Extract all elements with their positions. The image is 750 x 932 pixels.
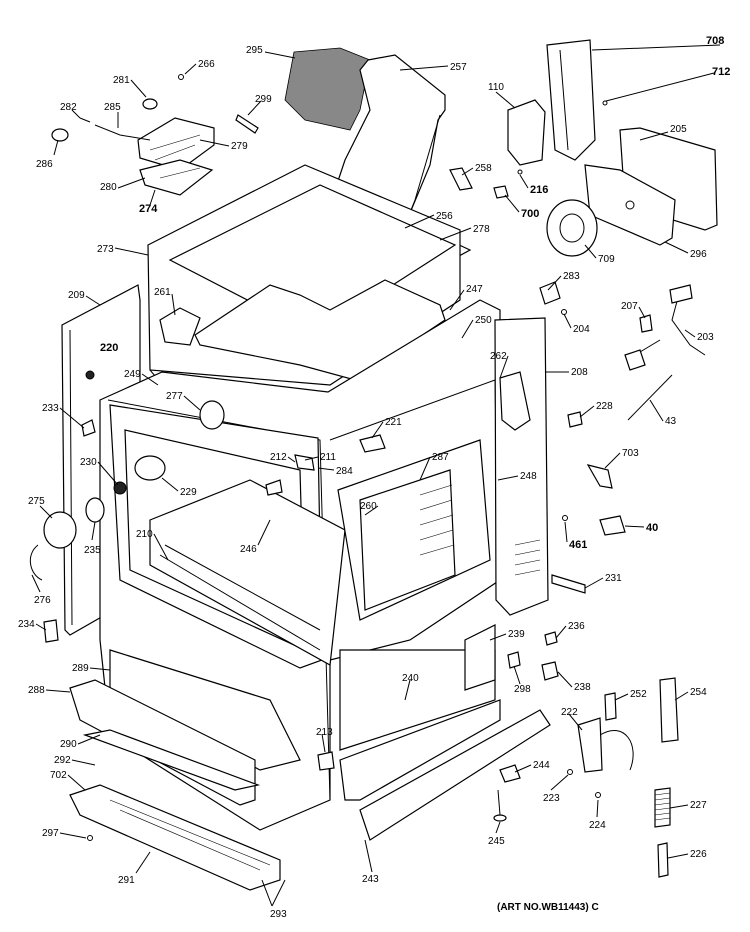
part-label-288: 288 xyxy=(28,685,45,696)
part-label-275: 275 xyxy=(28,496,45,507)
leader-lines xyxy=(31,44,721,907)
part-label-211: 211 xyxy=(320,452,336,463)
part-label-277: 277 xyxy=(166,391,183,402)
part-label-213: 213 xyxy=(316,727,333,738)
part-label-204: 204 xyxy=(573,324,590,335)
right-side-panel xyxy=(494,317,549,616)
part-label-289: 289 xyxy=(72,663,89,674)
part-label-296: 296 xyxy=(690,249,707,260)
part-label-222: 222 xyxy=(561,707,578,718)
part-label-295: 295 xyxy=(246,45,263,56)
art-number-note: (ART NO.WB11443) C xyxy=(497,902,599,913)
part-label-216: 216 xyxy=(530,184,549,196)
part-label-230: 230 xyxy=(80,457,97,468)
part-label-227: 227 xyxy=(690,800,707,811)
part-label-239: 239 xyxy=(508,629,525,640)
part-label-285: 285 xyxy=(104,102,121,113)
part-label-712: 712 xyxy=(712,66,731,78)
part-label-284: 284 xyxy=(336,466,353,477)
part-label-110: 110 xyxy=(488,82,504,93)
part-label-708: 708 xyxy=(706,35,725,47)
lower-right-components xyxy=(339,624,679,878)
part-label-208: 208 xyxy=(571,367,588,378)
part-label-235: 235 xyxy=(84,545,101,556)
part-label-203: 203 xyxy=(697,332,714,343)
part-label-702: 702 xyxy=(50,770,67,781)
part-label-274: 274 xyxy=(139,203,158,215)
part-label-220: 220 xyxy=(100,342,119,354)
part-label-256: 256 xyxy=(436,211,453,222)
part-label-282: 282 xyxy=(60,102,77,113)
valve-assembly xyxy=(51,74,259,196)
part-label-252: 252 xyxy=(630,689,647,700)
part-label-205: 205 xyxy=(670,124,687,135)
left-small-parts xyxy=(29,434,386,841)
part-label-207: 207 xyxy=(621,301,638,312)
part-label-257: 257 xyxy=(450,62,467,73)
part-label-266: 266 xyxy=(198,59,215,70)
part-label-461: 461 xyxy=(569,539,588,551)
part-label-281: 281 xyxy=(113,75,130,86)
part-label-298: 298 xyxy=(514,684,531,695)
part-label-297: 297 xyxy=(42,828,59,839)
part-label-254: 254 xyxy=(690,687,707,698)
part-label-245: 245 xyxy=(488,836,505,847)
part-label-249: 249 xyxy=(124,369,141,380)
part-label-278: 278 xyxy=(473,224,490,235)
part-label-224: 224 xyxy=(589,820,606,831)
part-label-246: 246 xyxy=(240,544,257,555)
part-label-43: 43 xyxy=(665,416,677,427)
part-label-226: 226 xyxy=(690,849,707,860)
part-label-248: 248 xyxy=(520,471,537,482)
part-label-292: 292 xyxy=(54,755,71,766)
part-label-260: 260 xyxy=(360,501,377,512)
part-label-258: 258 xyxy=(475,163,492,174)
part-label-221: 221 xyxy=(385,417,402,428)
part-label-244: 244 xyxy=(533,760,550,771)
part-label-709: 709 xyxy=(598,254,615,265)
part-label-283: 283 xyxy=(563,271,580,282)
part-label-223: 223 xyxy=(543,793,560,804)
part-label-293: 293 xyxy=(270,909,287,920)
part-label-229: 229 xyxy=(180,487,197,498)
part-label-262: 262 xyxy=(490,351,507,362)
oven-top-frame xyxy=(147,164,471,396)
right-small-parts xyxy=(539,281,706,594)
part-label-228: 228 xyxy=(596,401,613,412)
part-label-261: 261 xyxy=(154,287,171,298)
part-label-280: 280 xyxy=(100,182,117,193)
part-label-291: 291 xyxy=(118,875,135,886)
part-label-209: 209 xyxy=(68,290,85,301)
part-label-290: 290 xyxy=(60,739,77,750)
right-top-components xyxy=(449,39,718,257)
part-label-286: 286 xyxy=(36,159,53,170)
part-label-212: 212 xyxy=(270,452,287,463)
part-label-287: 287 xyxy=(432,452,449,463)
broiler-drawer xyxy=(69,649,301,891)
part-label-247: 247 xyxy=(466,284,483,295)
part-label-299: 299 xyxy=(255,94,272,105)
part-label-231: 231 xyxy=(605,573,622,584)
part-label-700: 700 xyxy=(521,208,540,220)
part-label-240: 240 xyxy=(402,673,419,684)
part-label-276: 276 xyxy=(34,595,51,606)
part-label-273: 273 xyxy=(97,244,114,255)
part-label-210: 210 xyxy=(136,529,153,540)
part-label-250: 250 xyxy=(475,315,492,326)
part-label-279: 279 xyxy=(231,141,248,152)
part-label-234: 234 xyxy=(18,619,35,630)
part-label-236: 236 xyxy=(568,621,585,632)
part-label-40: 40 xyxy=(646,522,659,534)
part-label-238: 238 xyxy=(574,682,591,693)
part-label-703: 703 xyxy=(622,448,639,459)
part-label-233: 233 xyxy=(42,403,59,414)
part-label-243: 243 xyxy=(362,874,379,885)
